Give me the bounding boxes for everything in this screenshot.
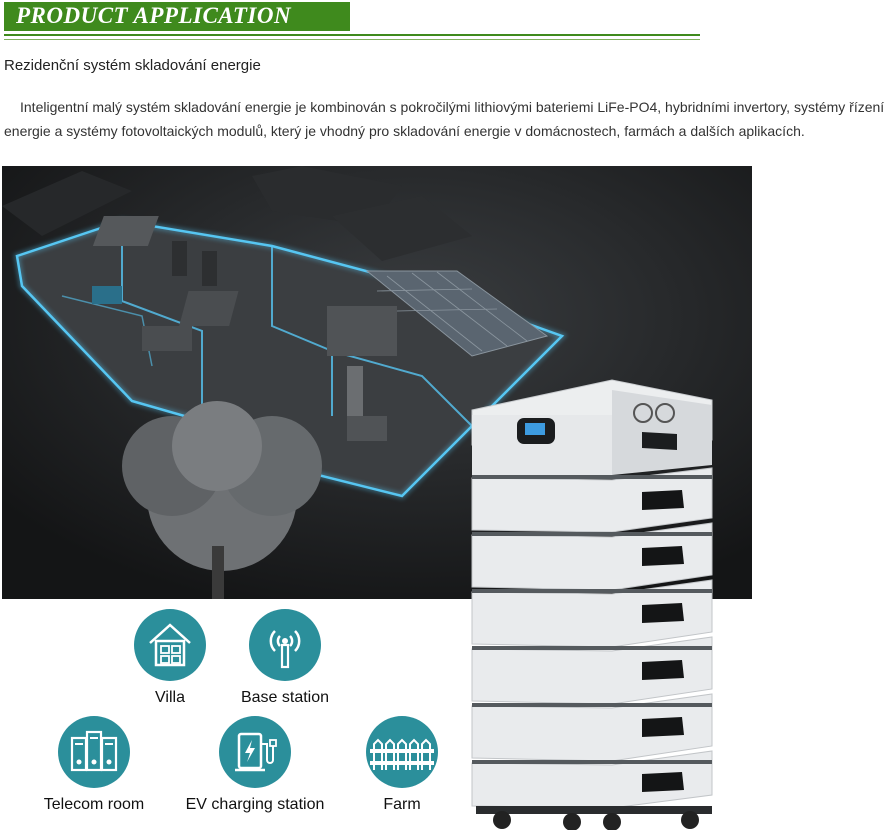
battery-stack-image xyxy=(462,370,722,831)
description-paragraph: Inteligentní malý systém skladování ener… xyxy=(4,99,885,139)
application-ev-charging: EV charging station xyxy=(180,716,330,814)
application-base-station: Base station xyxy=(230,609,340,707)
application-telecom-room: Telecom room xyxy=(34,716,154,814)
section-banner: PRODUCT APPLICATION xyxy=(4,2,350,31)
fence-icon xyxy=(366,716,438,788)
divider-line-thin xyxy=(4,39,700,40)
application-label: EV charging station xyxy=(185,796,325,813)
application-farm: Farm xyxy=(352,716,452,814)
application-villa: Villa xyxy=(120,609,220,707)
section-title: PRODUCT APPLICATION xyxy=(16,3,292,28)
ev-charger-icon xyxy=(219,716,291,788)
divider-line xyxy=(4,34,700,36)
application-label: Villa xyxy=(155,689,185,706)
application-label: Farm xyxy=(383,796,421,813)
villa-icon xyxy=(134,609,206,681)
antenna-icon xyxy=(249,609,321,681)
application-label: Telecom room xyxy=(43,796,145,813)
server-icon xyxy=(58,716,130,788)
application-label: Base station xyxy=(240,689,330,706)
page-subtitle: Rezidenční systém skladování energie xyxy=(4,57,261,74)
